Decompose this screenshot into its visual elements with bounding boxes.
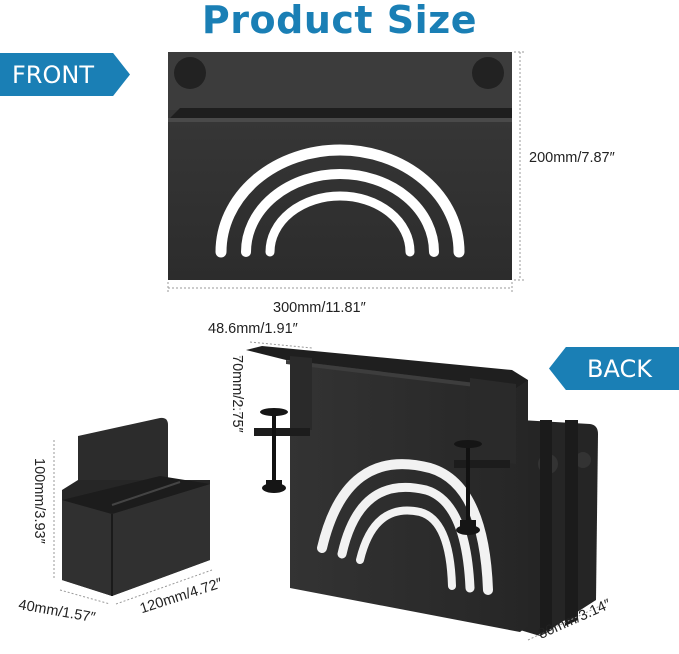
front-width-label: 300mm/11.81″: [273, 300, 366, 316]
left-clamp: [254, 408, 310, 493]
rainbow-cutout: [215, 144, 465, 258]
right-clamp: [454, 440, 510, 535]
front-view-tag: FRONT: [0, 53, 130, 96]
storage-box: [62, 417, 210, 596]
clamp-gap-label: 48.6mm/1.91″: [208, 321, 298, 337]
mount-pad-right: [472, 57, 504, 89]
back-view-tag: BACK: [549, 347, 679, 390]
box-height-label: 100mm/3.93″: [31, 458, 47, 544]
front-height-label: 200mm/7.87″: [529, 150, 615, 166]
front-tag-label: FRONT: [12, 60, 94, 89]
page-title: Product Size: [201, 0, 478, 42]
front-view-product: [168, 52, 512, 280]
back-tag-label: BACK: [587, 354, 652, 383]
mount-pad-left: [174, 57, 206, 89]
lip-height-label: 70mm/2.75″: [229, 355, 245, 433]
back-view-product: [246, 346, 598, 636]
